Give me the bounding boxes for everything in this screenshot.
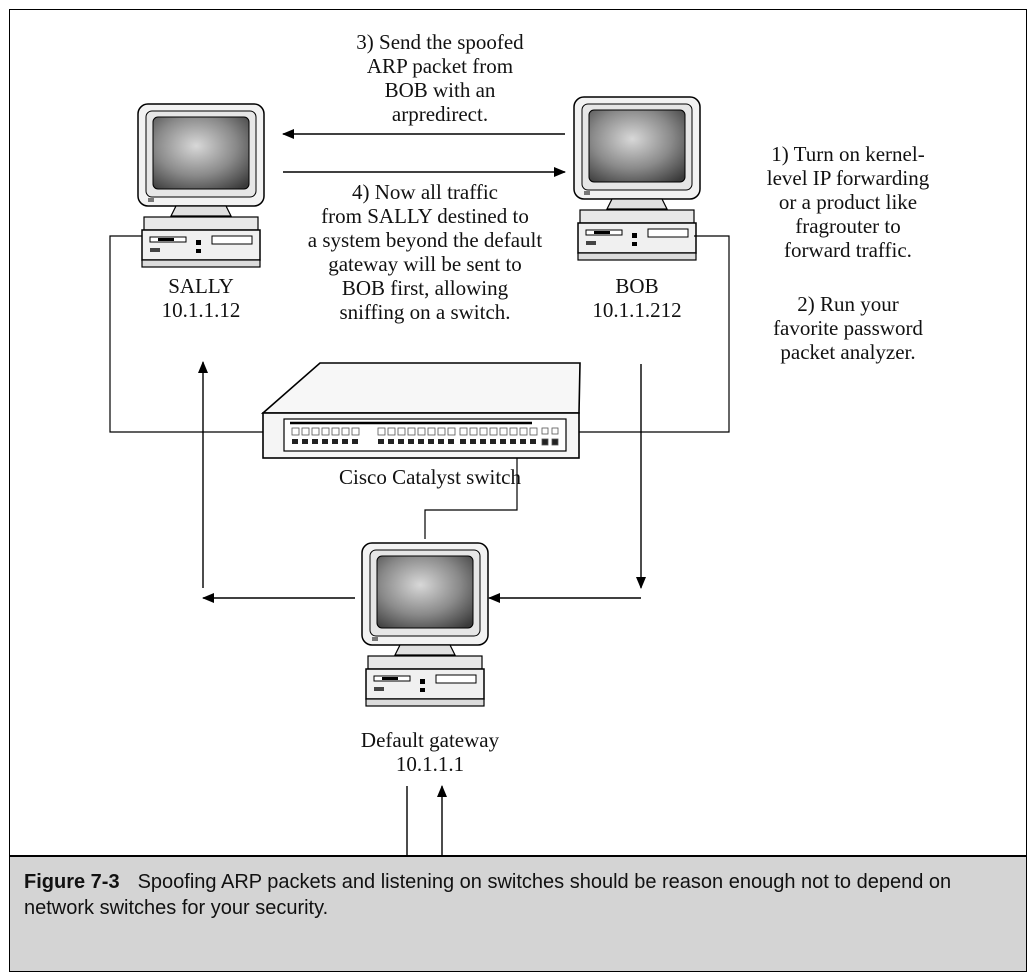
- switch-port-slot: [427, 427, 436, 436]
- step1-annotation: 1) Turn on kernel- level IP forwarding o…: [766, 142, 930, 262]
- switch-port-led: [510, 439, 516, 444]
- switch-port-led: [352, 439, 358, 444]
- switch-uplink-port: [551, 438, 559, 446]
- switch-port-led: [480, 439, 486, 444]
- gateway-name: Default gateway: [360, 728, 500, 752]
- switch-port-slot: [437, 427, 446, 436]
- switch-port-led: [312, 439, 318, 444]
- switch-uplink-port: [551, 427, 559, 435]
- switch-port-slot: [291, 427, 300, 436]
- switch-ports: [291, 427, 559, 446]
- bob-label: BOB 10.1.1.212: [562, 274, 712, 322]
- switch-port-slot: [469, 427, 478, 436]
- caption-label: Figure 7-3: [24, 871, 120, 893]
- switch-port-slot: [489, 427, 498, 436]
- switch-port-led: [292, 439, 298, 444]
- switch-port-led: [418, 439, 424, 444]
- sally-ip: 10.1.1.12: [161, 298, 241, 322]
- caption-text: Spoofing ARP packets and listening on sw…: [24, 871, 952, 919]
- switch-port-slot: [479, 427, 488, 436]
- switch-port-slot: [331, 427, 340, 436]
- switch-port-slot: [341, 427, 350, 436]
- switch-port-slot: [377, 427, 386, 436]
- bob-name: BOB: [615, 274, 659, 298]
- network-cables: [109, 235, 730, 539]
- gateway-label: Default gateway 10.1.1.1: [320, 728, 540, 776]
- switch-port-led: [448, 439, 454, 444]
- switch-port-slot: [519, 427, 528, 436]
- switch-port-slot: [529, 427, 538, 436]
- switch-label: Cisco Catalyst switch: [339, 465, 521, 489]
- switch-port-led: [322, 439, 328, 444]
- switch-port-slot: [351, 427, 360, 436]
- switch-uplink-port: [541, 438, 549, 446]
- switch-port-slot: [301, 427, 310, 436]
- switch-port-led: [398, 439, 404, 444]
- switch-port-led: [460, 439, 466, 444]
- sally-name: SALLY: [168, 274, 234, 298]
- switch-port-led: [408, 439, 414, 444]
- switch-port-led: [428, 439, 434, 444]
- switch-port-led: [388, 439, 394, 444]
- switch-port-slot: [459, 427, 468, 436]
- switch-port-slot: [387, 427, 396, 436]
- switch-port-led: [470, 439, 476, 444]
- switch-port-slot: [499, 427, 508, 436]
- switch-port-led: [332, 439, 338, 444]
- switch-port-slot: [321, 427, 330, 436]
- switch-icon: [260, 362, 581, 459]
- step4-annotation: 4) Now all traffic from SALLY destined t…: [307, 180, 543, 324]
- step2-annotation: 2) Run your favorite password packet ana…: [773, 292, 923, 364]
- switch-port-led: [490, 439, 496, 444]
- switch-port-slot: [417, 427, 426, 436]
- gateway-ip: 10.1.1.1: [395, 752, 465, 776]
- switch-port-slot: [397, 427, 406, 436]
- switch-port-led: [302, 439, 308, 444]
- bob-ip: 10.1.1.212: [592, 298, 682, 322]
- step3-annotation: 3) Send the spoofed ARP packet from BOB …: [356, 30, 524, 126]
- switch-port-led: [520, 439, 526, 444]
- switch-port-led: [342, 439, 348, 444]
- gateway-computer-icon: [361, 542, 489, 707]
- switch-port-led: [530, 439, 536, 444]
- switch-port-led: [378, 439, 384, 444]
- switch-port-led: [500, 439, 506, 444]
- switch-uplink-port: [541, 427, 549, 435]
- switch-port-slot: [407, 427, 416, 436]
- switch-port-slot: [509, 427, 518, 436]
- bob-computer-icon: [573, 96, 701, 261]
- switch-port-led: [438, 439, 444, 444]
- sally-label: SALLY 10.1.1.12: [126, 274, 276, 322]
- switch-port-slot: [311, 427, 320, 436]
- sally-computer-icon: [137, 103, 265, 268]
- switch-port-slot: [447, 427, 456, 436]
